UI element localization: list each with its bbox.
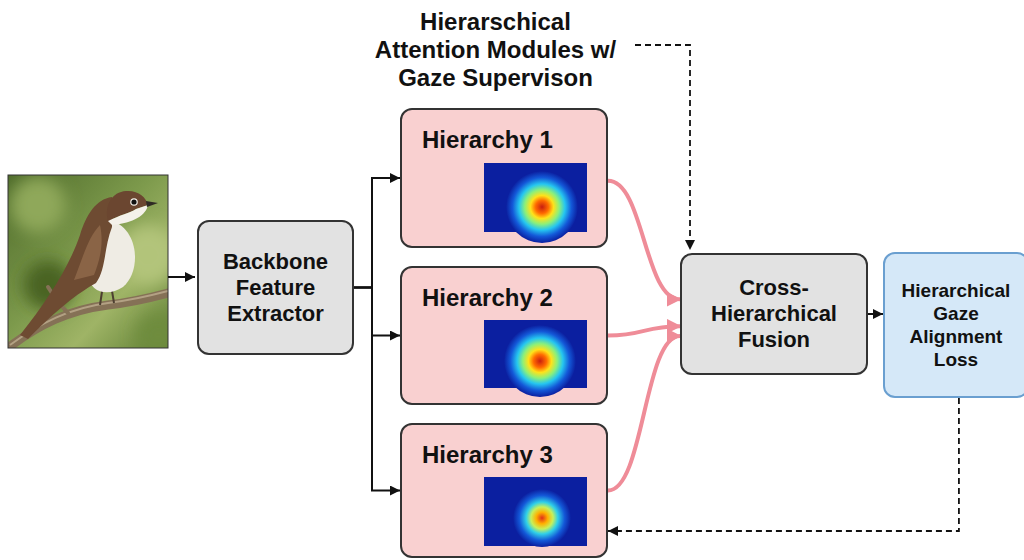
- bokeh-spot: [136, 313, 168, 348]
- bird-throat: [108, 205, 148, 225]
- fusion-arrow: [608, 336, 680, 491]
- bird-beak: [146, 201, 158, 207]
- branch-arrow: [354, 288, 400, 336]
- node-label: Cross-Hierarchical Fusion: [694, 275, 854, 353]
- bokeh-spot: [10, 177, 66, 233]
- bird-photo: [8, 175, 168, 348]
- fusion-arrow: [608, 326, 680, 335]
- feedback-arrow: [608, 398, 959, 531]
- photo-frame: [8, 175, 168, 348]
- node-label: Hierarchy 2: [422, 284, 553, 312]
- flow-arrow: [868, 313, 883, 315]
- bird-wing: [74, 225, 102, 280]
- bokeh: [10, 177, 168, 348]
- node-label: Hierarchical Gaze Alignment Loss: [894, 279, 1018, 371]
- input-arrow: [168, 276, 195, 278]
- bird-back: [20, 197, 112, 339]
- hierarchy-box: Hierarchy 3: [400, 423, 608, 558]
- loss-box: Hierarchical Gaze Alignment Loss: [883, 252, 1024, 398]
- node-label: Backbone Feature Extractor: [213, 249, 338, 327]
- fusion-box: Cross-Hierarchical Fusion: [680, 253, 868, 375]
- supervision-leader: [635, 45, 690, 250]
- diagram-title: Hierarschical Attention Modules w/ Gaze …: [368, 8, 623, 92]
- branch-arrow: [354, 288, 400, 491]
- bird-eye-ring: [130, 198, 138, 206]
- hierarchy-box: Hierarchy 2: [400, 266, 608, 405]
- bird-eye: [131, 199, 136, 204]
- branch-arrow: [354, 178, 400, 288]
- node-label: Hierarchy 1: [422, 126, 553, 154]
- backbone-box: Backbone Feature Extractor: [197, 220, 354, 355]
- hierarchy-box: Hierarchy 1: [400, 108, 608, 248]
- fusion-arrow: [608, 181, 680, 300]
- node-label: Hierarchy 3: [422, 441, 553, 469]
